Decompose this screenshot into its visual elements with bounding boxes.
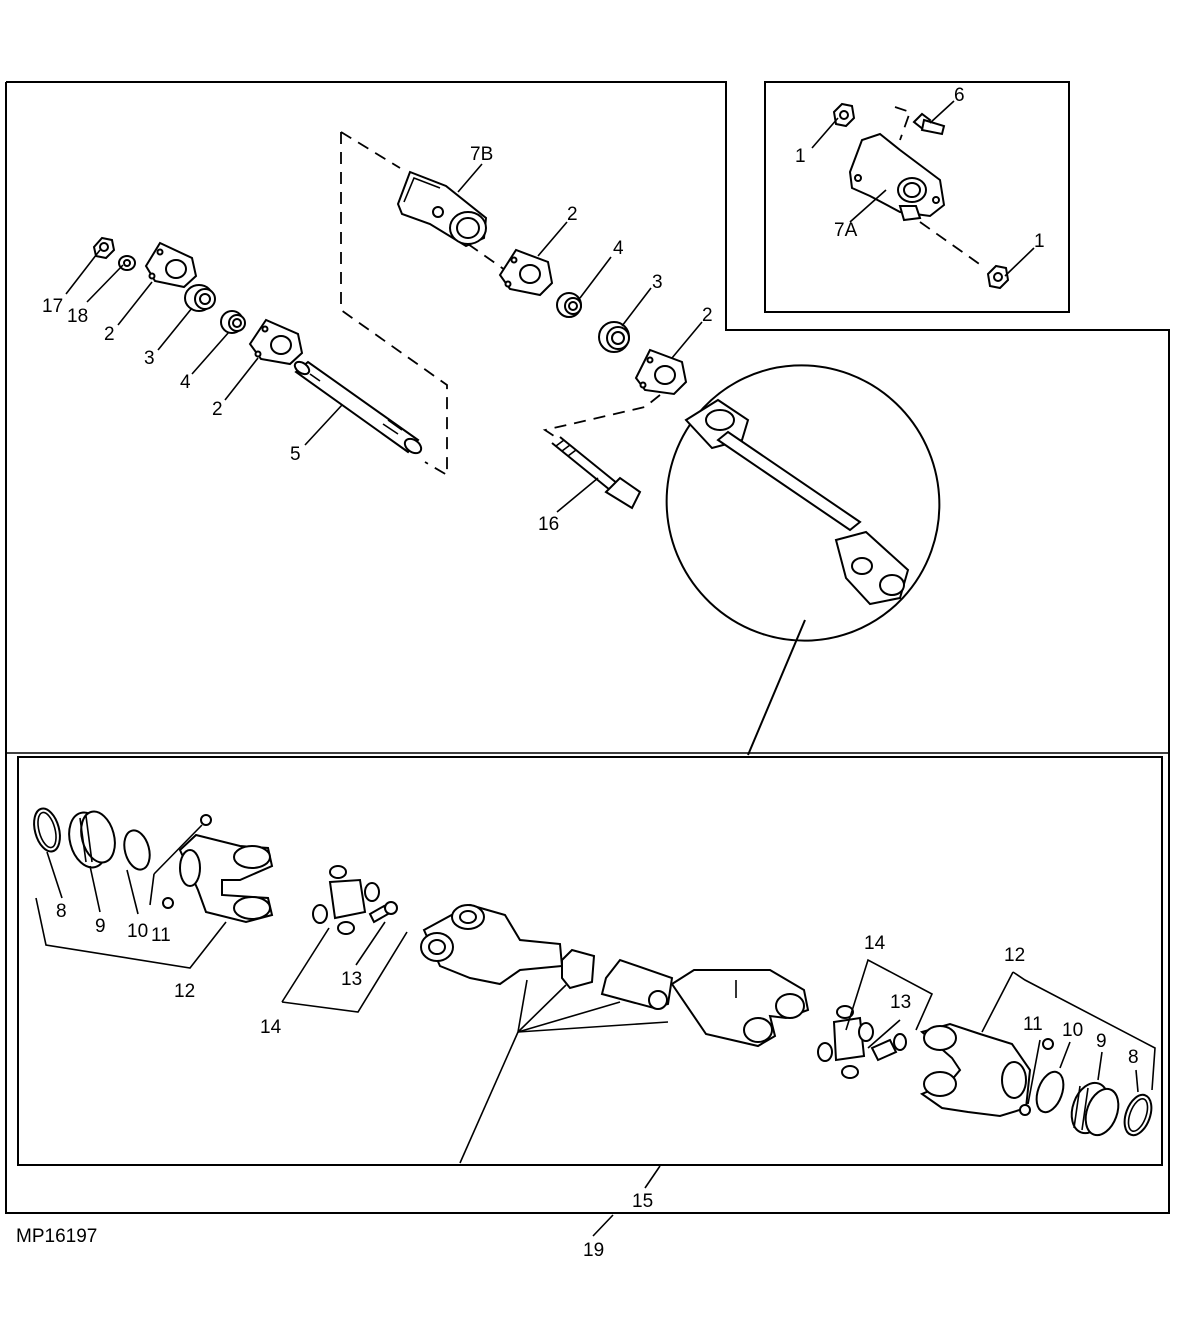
flange-2-lower [248, 318, 304, 366]
label-2-a: 2 [104, 324, 115, 345]
label-16: 16 [538, 514, 559, 535]
label-13-left: 13 [341, 969, 362, 990]
dashed-bracket-left [340, 132, 448, 477]
round-tube-center [600, 958, 674, 1010]
square-tube-center [561, 948, 596, 990]
ball-11-left-top [200, 814, 212, 826]
ring-10-left [123, 829, 151, 871]
bearing-3-middle [598, 321, 630, 353]
nut-17 [92, 236, 116, 260]
inset-dash-top [894, 106, 912, 141]
label-18: 18 [67, 306, 88, 327]
label-8-left: 8 [56, 901, 67, 922]
snap-ring-8-right [1123, 1093, 1153, 1137]
label-12-right: 12 [1004, 945, 1025, 966]
label-10-left: 10 [127, 921, 148, 942]
label-1-top: 1 [795, 146, 806, 167]
dashed-bolt-path [542, 394, 661, 441]
fitting-13-left [368, 901, 398, 924]
label-9-right: 9 [1096, 1031, 1107, 1052]
label-14-right: 14 [864, 933, 886, 954]
inset-dash-bottom [919, 221, 986, 269]
driveline-frame [17, 756, 1163, 1166]
bolt-16 [551, 436, 642, 510]
label-7a: 7A [834, 220, 858, 241]
label-17: 17 [42, 296, 63, 317]
callout-labels: 17 18 2 3 4 2 5 7B 2 4 3 2 16 1 6 7A 1 8… [16, 85, 1139, 1261]
label-10-right: 10 [1062, 1020, 1083, 1041]
nut-1-bottom [986, 264, 1010, 290]
ring-10-right [1035, 1070, 1065, 1114]
coupler-7a [848, 132, 946, 222]
label-12-left: 12 [174, 981, 195, 1002]
label-6: 6 [954, 85, 965, 106]
coupler-7b [396, 170, 488, 248]
label-11-left: 11 [151, 925, 171, 946]
yoke-12-right [919, 1022, 1032, 1118]
label-9-left: 9 [95, 916, 106, 937]
flange-2-middle [498, 248, 554, 297]
figure-id: MP16197 [16, 1226, 97, 1247]
bushing-4-middle [556, 292, 582, 318]
inset-frame [764, 81, 1070, 313]
yoke-tube-center [420, 903, 564, 986]
label-4-b: 4 [613, 238, 624, 259]
label-19: 19 [583, 1240, 604, 1261]
label-5: 5 [290, 444, 301, 465]
nut-1-top [832, 102, 856, 128]
seal-9-left [68, 810, 116, 869]
label-13-right: 13 [890, 992, 911, 1013]
label-8-right: 8 [1128, 1047, 1139, 1068]
label-4-a: 4 [180, 372, 191, 393]
assembly-detail-ellipse [665, 364, 941, 642]
cross-14-left [312, 865, 380, 935]
ball-11-right-top [1042, 1038, 1054, 1050]
yoke-tube-right [670, 969, 810, 1048]
washer-18 [118, 255, 136, 271]
bushing-4-left [220, 310, 246, 334]
fitting-13-right [870, 1033, 907, 1062]
flange-2-left [144, 241, 198, 289]
label-14-left: 14 [260, 1017, 282, 1038]
label-3-b: 3 [652, 272, 663, 293]
bolt-6 [912, 112, 946, 136]
flange-2-right [634, 348, 688, 396]
main-frame-outline [5, 81, 1170, 1214]
label-2-d: 2 [702, 305, 713, 326]
label-11-right: 11 [1023, 1014, 1043, 1035]
ball-11-left-bottom [162, 897, 174, 909]
bearing-3-left [184, 284, 216, 312]
label-15: 15 [632, 1191, 653, 1212]
label-2-c: 2 [567, 204, 578, 225]
label-3-a: 3 [144, 348, 155, 369]
label-7b: 7B [470, 144, 493, 165]
cross-14-right [817, 1005, 874, 1079]
ellipse-callout-line [747, 619, 806, 756]
seal-9-right [1070, 1081, 1120, 1137]
label-1-bottom: 1 [1034, 231, 1045, 252]
label-2-b: 2 [212, 399, 223, 420]
shaft-5 [293, 360, 423, 455]
yoke-12-left [178, 833, 274, 924]
ball-11-right-bottom [1019, 1104, 1031, 1116]
snap-ring-8-left [33, 807, 61, 853]
leader-lines [35, 100, 1156, 1237]
